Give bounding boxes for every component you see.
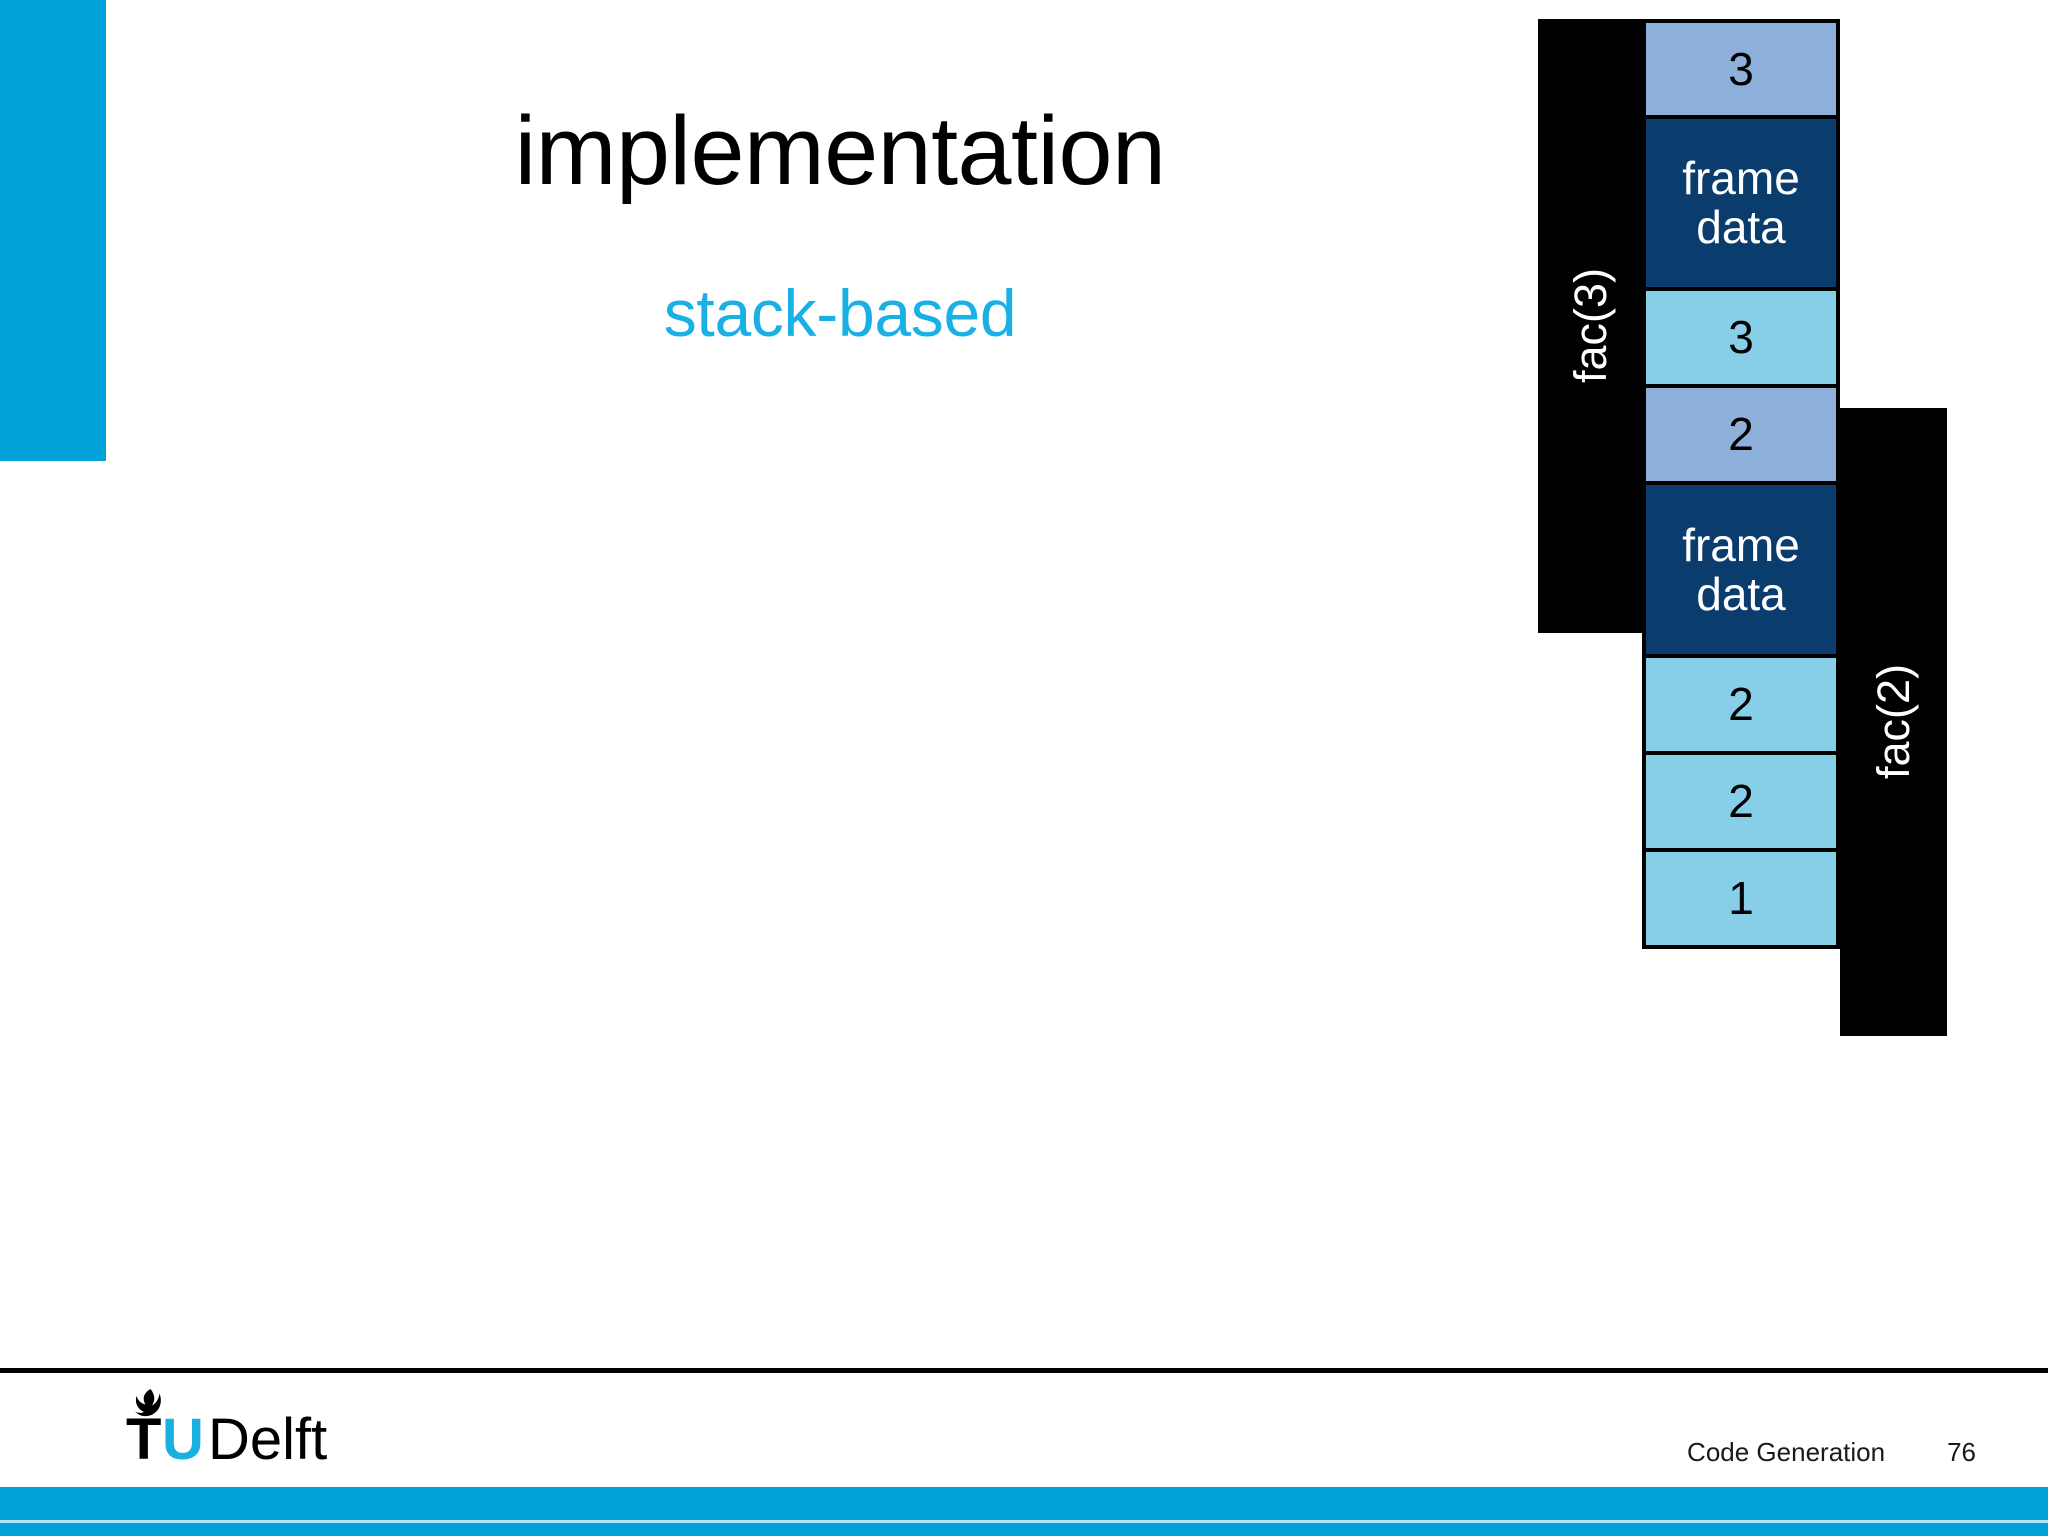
logo-text-tu-letter: T <box>126 1407 161 1472</box>
stack-cell-label: 2 <box>1728 678 1754 731</box>
logo-text-u-letter: U <box>162 1407 204 1472</box>
page-subtitle: stack-based <box>663 276 1017 350</box>
stack-cell-label: frame data <box>1682 152 1800 253</box>
stack-cell: 3 <box>1642 287 1840 388</box>
stack-cell-label: 1 <box>1728 872 1754 925</box>
stack-cell: 2 <box>1642 654 1840 755</box>
stack-cell-label: 3 <box>1728 311 1754 364</box>
accent-block <box>0 0 106 461</box>
stack-cell-label: 2 <box>1728 775 1754 828</box>
frame-bracket-label: fac(2) <box>1868 664 1919 780</box>
stack-cell: 3 <box>1642 19 1840 119</box>
stack-cell: frame data <box>1642 481 1840 658</box>
frame-bracket-fac2: fac(2) <box>1840 408 1947 1036</box>
stack-cell: 1 <box>1642 848 1840 949</box>
stack-cell: 2 <box>1642 384 1840 485</box>
stack-cell-label: 2 <box>1728 408 1754 461</box>
stack-cell-label: 3 <box>1728 42 1754 95</box>
call-stack-diagram: fac(3) fac(2) 3 frame data 3 2 frame dat… <box>1538 0 1998 1060</box>
logo-text-delft: Delft <box>208 1407 327 1472</box>
stack-cell: frame data <box>1642 115 1840 291</box>
page-title: implementation <box>514 96 1166 205</box>
tudelft-logo: T U Delft <box>120 1385 360 1475</box>
footer-meta: Code Generation 76 <box>1687 1437 1976 1468</box>
stack-cell-label: frame data <box>1682 518 1800 620</box>
footer-divider <box>0 1368 2048 1373</box>
footer-accent-split <box>0 1520 2048 1523</box>
footer-page-number: 76 <box>1947 1437 1976 1467</box>
footer-course-label: Code Generation <box>1687 1437 1886 1467</box>
stack-cell: 2 <box>1642 751 1840 852</box>
frame-bracket-fac3: fac(3) <box>1538 19 1643 633</box>
footer-accent-bar <box>0 1487 2048 1520</box>
footer-accent-bar-lower <box>0 1523 2048 1536</box>
stack-cell-column: 3 frame data 3 2 frame data 2 2 1 <box>1642 19 1840 949</box>
frame-bracket-label: fac(3) <box>1565 268 1616 384</box>
flame-icon <box>135 1389 161 1417</box>
